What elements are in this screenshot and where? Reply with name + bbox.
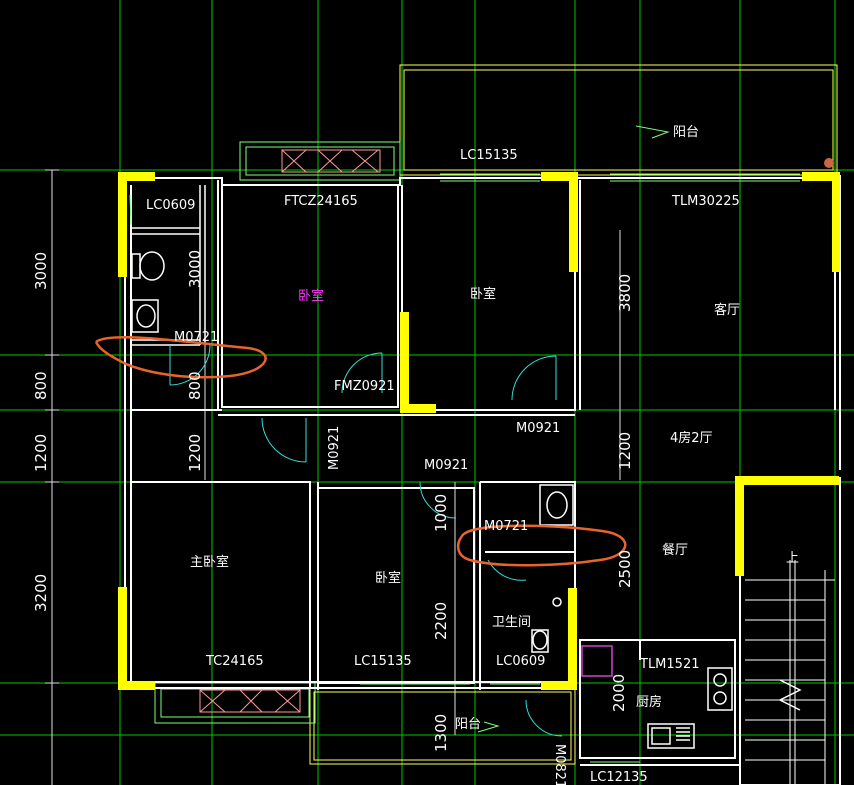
stairs [745,560,835,785]
label-lc0609-bottom: LC0609 [496,654,545,669]
dim-inner-3000: 3000 [186,250,204,288]
drain-arrow-icons [477,125,670,733]
label-lc0609-top: LC0609 [146,198,195,213]
label-m0721-left: M0721 [174,330,218,345]
annotation-marks [94,336,627,567]
label-tlm1521: TLM1521 [639,657,699,672]
dim-left-1200: 1200 [32,434,50,472]
label-fmz0921: FMZ0921 [334,379,395,394]
dim-mid-3800: 3800 [616,274,634,312]
dim-mid-2500: 2500 [616,550,634,588]
stair-up-label: 上 [786,551,799,566]
toilet-room-nw [131,185,206,346]
room-bedroom-n: 卧室 [470,286,496,302]
room-bedroom-nw: 卧室 [298,288,324,304]
room-bathroom: 卫生间 [492,615,531,630]
yellow-wall-columns [118,172,840,690]
dim-left-3200: 3200 [32,574,50,612]
label-lc15135-top: LC15135 [460,148,518,163]
opening-labels: LC0609 FTCZ24165 LC15135 TLM30225 M0721 … [146,148,740,785]
dimension-labels: 3000 800 1200 3200 3000 800 1200 3800 12… [32,250,634,752]
bathroom-fixtures [531,484,574,653]
room-dining: 餐厅 [662,542,688,558]
windows [129,173,800,763]
dim-left-3000: 3000 [32,252,50,290]
dim-inner-1200: 1200 [186,434,204,472]
dim-mid-2200: 2200 [432,602,450,640]
dim-mid-1200: 1200 [616,432,634,470]
label-ftcz24165: FTCZ24165 [284,194,358,209]
room-bedroom-s: 卧室 [375,570,401,586]
label-m0821: M0821 [552,744,567,785]
balcony-outlines [309,64,838,765]
label-m0721-right: M0721 [484,519,528,534]
dim-left-800: 800 [32,371,50,400]
room-master-bedroom: 主卧室 [190,554,229,570]
gas-pipe-icon [824,158,834,168]
dim-mid-1300: 1300 [432,714,450,752]
kitchen-fixtures [647,667,733,749]
dim-right-2000: 2000 [610,674,628,712]
room-living-type: 4房2厅 [670,430,713,446]
label-m0921-lower: M0921 [424,458,468,473]
annotation-circle-right [456,524,627,567]
door-swings [169,344,563,737]
room-balcony-s: 阳台 [455,717,481,732]
label-m0921-center: M0921 [516,421,560,436]
label-lc15135-bottom: LC15135 [354,654,412,669]
dim-inner-800: 800 [186,371,204,400]
label-tc24165: TC24165 [205,654,264,669]
room-kitchen: 厨房 [636,694,662,710]
label-m0921-vertical: M0921 [327,426,342,470]
annotation-circle-left [94,336,267,379]
room-labels: 卧室 卧室 客厅 4房2厅 主卧室 卧室 餐厅 卫生间 厨房 阳台 阳台 上 [190,125,799,732]
label-tlm30225: TLM30225 [671,194,740,209]
bay-window-north [239,141,401,181]
walls [120,175,841,785]
room-living: 客厅 [714,302,740,318]
dim-mid-1000: 1000 [432,494,450,532]
label-lc12135: LC12135 [590,770,648,785]
room-balcony-n: 阳台 [673,125,699,140]
